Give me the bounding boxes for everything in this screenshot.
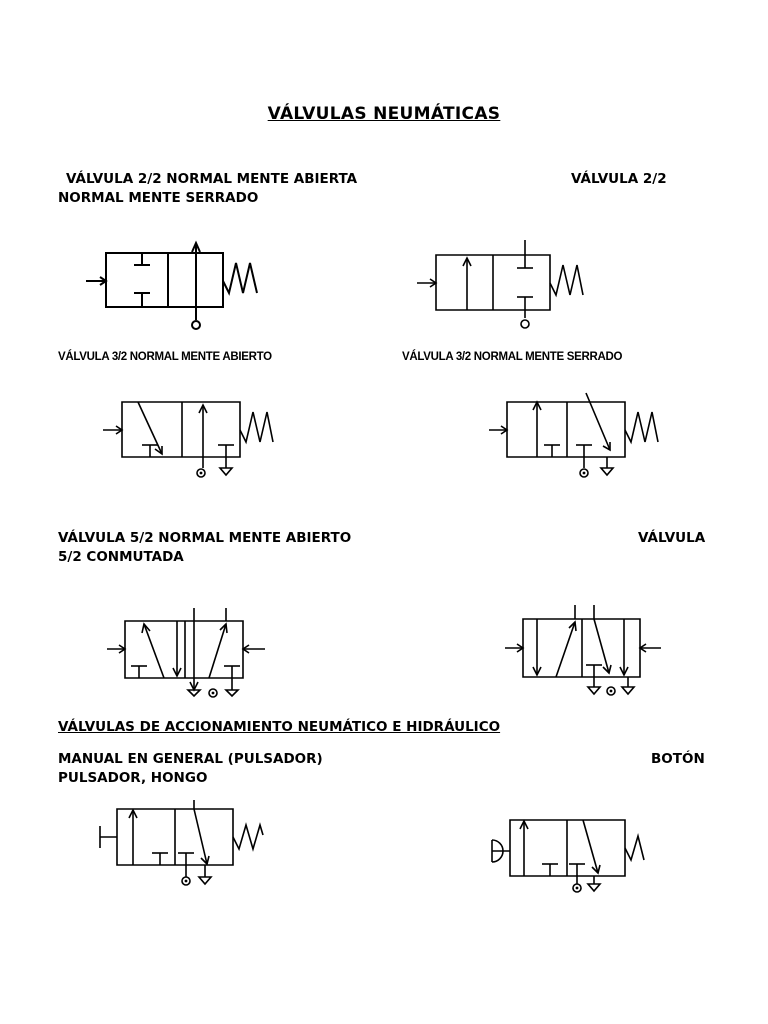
heading-valve-3-2-closed: VÁLVULA 3/2 NORMAL MENTE SERRADO xyxy=(402,351,623,363)
valve-5-2-switched-symbol xyxy=(502,604,664,700)
valve-2-2-normally-closed-symbol xyxy=(414,236,586,336)
valve-3-2-normally-closed-symbol xyxy=(486,392,662,482)
heading-valve-5-2-switched-cont: 5/2 CONMUTADA xyxy=(58,549,184,565)
heading-accionamiento: VÁLVULAS DE ACCIONAMIENTO NEUMÁTICO E HI… xyxy=(58,719,501,735)
valve-3-2-normally-open-symbol xyxy=(100,392,278,482)
page-title: VÁLVULAS NEUMÁTICAS xyxy=(267,104,501,124)
valve-2-2-normally-open-symbol xyxy=(84,240,264,336)
heading-mushroom-button: BOTÓN xyxy=(651,751,705,767)
heading-valve-2-2-closed: VÁLVULA 2/2 xyxy=(571,171,667,187)
heading-mushroom-button-cont: PULSADOR, HONGO xyxy=(58,770,208,786)
valve-3-2-mushroom-button-symbol xyxy=(476,806,644,896)
heading-valve-5-2-open: VÁLVULA 5/2 NORMAL MENTE ABIERTO xyxy=(58,530,352,546)
heading-manual-pushbutton: MANUAL EN GENERAL (PULSADOR) xyxy=(58,751,323,767)
valve-3-2-manual-pushbutton-symbol xyxy=(96,800,264,892)
heading-valve-2-2-open: VÁLVULA 2/2 NORMAL MENTE ABIERTA xyxy=(66,171,358,187)
heading-valve-5-2-switched: VÁLVULA xyxy=(638,530,706,546)
valve-5-2-normally-open-symbol xyxy=(104,604,266,700)
heading-valve-3-2-open: VÁLVULA 3/2 NORMAL MENTE ABIERTO xyxy=(58,351,272,363)
heading-valve-2-2-closed-cont: NORMAL MENTE SERRADO xyxy=(58,190,259,206)
